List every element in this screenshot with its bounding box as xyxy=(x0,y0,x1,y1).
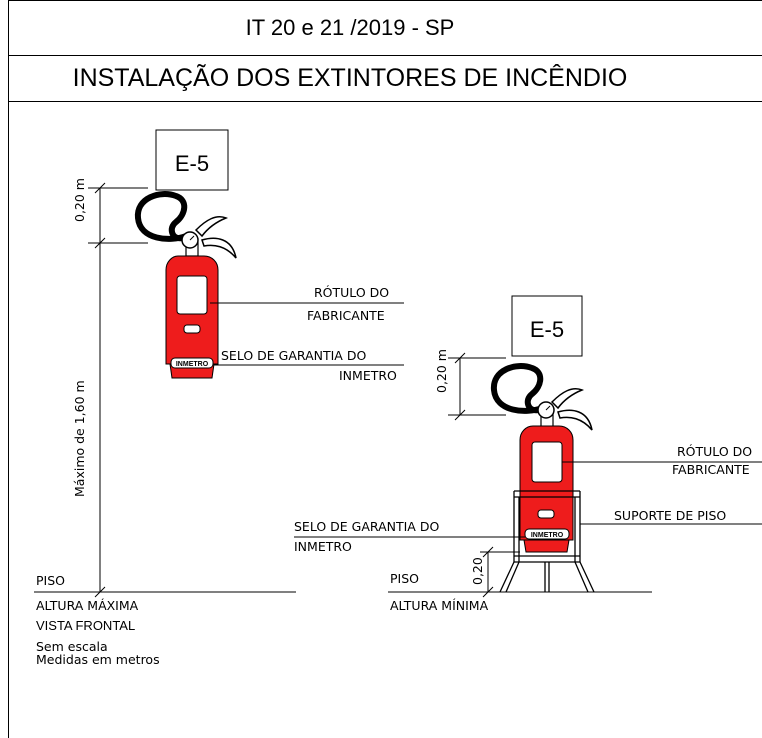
dimension-top: 0,20 m xyxy=(72,178,87,222)
view-label: VISTA FRONTAL xyxy=(36,618,135,633)
hose-icon-right xyxy=(490,363,545,414)
right-view: E-5 0,20 m INMETRO xyxy=(294,295,762,613)
left-view: E-5 0,20 m Máximo de 1,60 m INMETRO RÓTU… xyxy=(34,129,404,667)
title-header: INSTALAÇÃO DOS EXTINTORES DE INCÊNDIO xyxy=(8,56,762,102)
label-selo-right-line1: SELO DE GARANTIA DO xyxy=(294,519,439,534)
note-scale: Sem escala xyxy=(36,639,108,654)
label-rotulo-right-line2: FABRICANTE xyxy=(672,462,750,477)
hose-icon xyxy=(134,191,189,242)
floor-label: PISO xyxy=(36,573,65,588)
manufacturer-label-area xyxy=(176,275,208,315)
extinguisher-tag-right: E-5 xyxy=(530,317,564,342)
label-selo-line1: SELO DE GARANTIA DO xyxy=(221,348,366,363)
norm-header: IT 20 e 21 /2019 - SP xyxy=(8,0,762,56)
label-selo-right-line2: INMETRO xyxy=(294,539,352,554)
inmetro-badge: INMETRO xyxy=(176,361,209,368)
page-title: INSTALAÇÃO DOS EXTINTORES DE INCÊNDIO xyxy=(72,64,628,92)
label-suporte: SUPORTE DE PISO xyxy=(614,508,726,523)
norm-title: IT 20 e 21 /2019 - SP xyxy=(245,14,455,40)
inmetro-seal xyxy=(170,357,214,369)
caption-min-height: ALTURA MÍNIMA xyxy=(390,598,489,613)
label-rotulo-line1: RÓTULO DO xyxy=(314,285,389,300)
handle-icon-right xyxy=(550,388,585,410)
label-rotulo-right-line1: RÓTULO DO xyxy=(677,444,752,459)
inmetro-seal-right xyxy=(524,528,570,540)
label-rotulo-line2: FABRICANTE xyxy=(307,308,385,323)
extinguisher-tag-box-right xyxy=(511,295,583,357)
dimension-base: 0,20 xyxy=(470,557,485,585)
caption-max-height: ALTURA MÁXIMA xyxy=(36,598,139,613)
floor-stand xyxy=(499,490,595,593)
extinguisher-tag: E-5 xyxy=(175,151,209,176)
label-selo-line2: INMETRO xyxy=(339,368,397,383)
floor-label-right: PISO xyxy=(390,571,419,586)
drawing-frame xyxy=(8,0,762,738)
note-units: Medidas em metros xyxy=(36,652,160,667)
handle-icon xyxy=(194,216,229,238)
dimension-top-right: 0,20 m xyxy=(434,349,449,393)
extinguisher-tag-box xyxy=(155,129,229,191)
manufacturer-label-area-right xyxy=(531,441,563,483)
dimension-max-height: Máximo de 1,60 m xyxy=(72,380,87,497)
inmetro-badge-right: INMETRO xyxy=(531,532,564,539)
